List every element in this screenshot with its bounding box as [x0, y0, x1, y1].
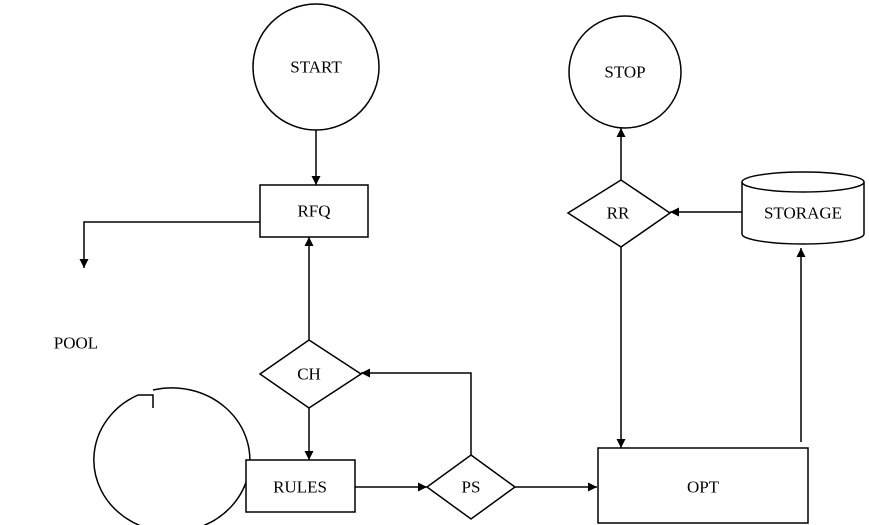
storage-top [741, 171, 865, 193]
ch-label: CH [297, 365, 321, 384]
stop-node: STOP [568, 15, 682, 129]
storage-body [741, 182, 865, 245]
stop-circle [568, 15, 682, 129]
opt-label: OPT [687, 478, 720, 497]
rules-box [245, 459, 356, 513]
edge-ps-to-ch [361, 368, 472, 455]
pool-node: POOL [54, 334, 251, 525]
rfq-box [259, 184, 369, 238]
opt-node: OPT [597, 447, 809, 524]
rr-diamond [566, 179, 672, 248]
rr-label: RR [607, 204, 630, 223]
start-node: START [252, 3, 380, 131]
ps-label: PS [462, 478, 481, 497]
ps-node: PS [425, 454, 517, 520]
ch-diamond [258, 339, 363, 409]
start-label: START [290, 58, 342, 77]
rfq-label: RFQ [297, 202, 330, 221]
opt-box [597, 447, 809, 524]
rules-label: RULES [273, 478, 327, 497]
edge-rfq-to-pool [79, 221, 260, 268]
storage-label: STORAGE [764, 204, 842, 223]
pool-label: POOL [54, 334, 98, 353]
storage-node: STORAGE [741, 171, 865, 245]
stop-label: STOP [604, 63, 645, 82]
ps-diamond [425, 454, 517, 520]
rfq-node: RFQ [259, 184, 369, 238]
rules-node: RULES [245, 459, 356, 513]
rr-node: RR [566, 179, 672, 248]
start-circle [252, 3, 380, 131]
ch-node: CH [258, 339, 363, 409]
pool-shape [93, 387, 251, 525]
